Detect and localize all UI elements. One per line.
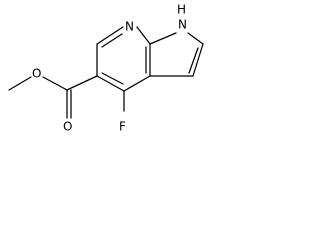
bond-methyl-ester-oxygen <box>8 76 32 91</box>
atom-label-ester-oxygen: O <box>32 67 41 81</box>
atom-labels: N H N F O O <box>32 3 187 134</box>
atom-label-pyrrole-hydrogen: H <box>177 3 186 17</box>
atom-label-fluorine: F <box>119 120 126 134</box>
bond-carbonyl-ring <box>66 75 98 91</box>
bond-ring-c6-n7 <box>96 26 124 45</box>
bond-ring-c4-c5 <box>96 75 125 92</box>
bond-ring-n1-c2 <box>187 32 204 45</box>
bond-ring-c2-c3-double <box>188 47 199 74</box>
atom-label-pyrrole-nitrogen: N <box>178 18 187 32</box>
atom-label-carbonyl-oxygen: O <box>63 120 72 134</box>
atom-label-pyridine-nitrogen: N <box>125 20 134 34</box>
bond-ring-c7a-n1 <box>149 32 177 45</box>
molecule-structure: N H N F O O <box>8 3 204 134</box>
bond-ring-c6-n7-double <box>101 33 123 48</box>
bond-ring-c4-c5-double <box>101 72 124 85</box>
bond-ring-n7-c7a <box>136 26 151 45</box>
bond-lines <box>8 26 204 119</box>
bond-ester-oxygen-carbonyl <box>42 76 68 91</box>
bond-ring-c2-c3 <box>192 43 204 77</box>
bond-ring-c3a-c4 <box>123 75 151 92</box>
